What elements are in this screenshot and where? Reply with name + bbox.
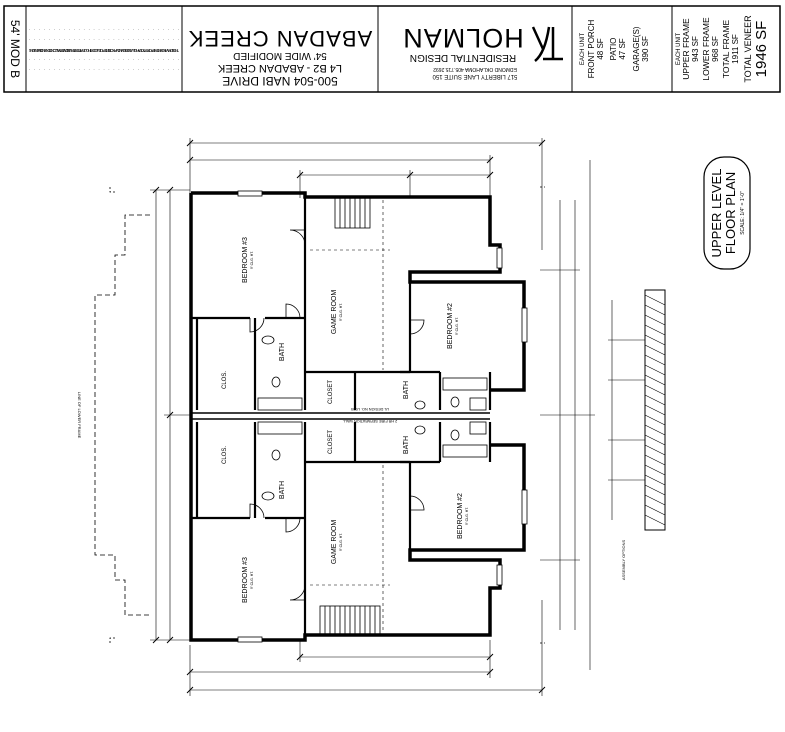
ceiling-lines bbox=[310, 200, 390, 630]
stairs-bottom bbox=[319, 605, 381, 635]
ceiling-note-2: 9' CLG. HT. bbox=[250, 571, 254, 589]
room-bath-bottom: BATH bbox=[279, 481, 286, 499]
firm-sub: RESIDENTIAL DESIGN bbox=[410, 52, 516, 63]
lower-frame-label: LINE OF LOWER FRAME bbox=[77, 392, 82, 439]
lower-frame-outline: LINE OF LOWER FRAME bbox=[77, 186, 545, 644]
lower-frame-label: LOWER FRAME bbox=[701, 17, 711, 81]
lower-frame-value: 968 SF bbox=[711, 36, 720, 62]
upper-frame-value: 943 SF bbox=[691, 36, 700, 62]
firm-address: 517 LIBERTY LANE SUITE 150 bbox=[432, 73, 517, 79]
party-wall-note: 2 HR FIRE SEPARATION WALL bbox=[343, 419, 398, 423]
unit-header-2: EACH UNIT bbox=[676, 33, 682, 66]
ceiling-note-4: 9' CLG. HT. bbox=[339, 533, 343, 551]
plan-label-scale: SCALE: 1/4" = 1'-0" bbox=[740, 191, 746, 235]
room-labels: BEDROOM #3 9' CLG. HT. BEDROOM #3 9' CLG… bbox=[222, 237, 469, 603]
total-frame-value: 1911 SF bbox=[731, 34, 740, 64]
garage-label: GARAGE(S) bbox=[632, 26, 641, 71]
room-bath2-top: BATH bbox=[403, 381, 410, 399]
project-lot: L4 B2 - ABADAN CREEK bbox=[217, 62, 342, 74]
firm-name: HOLMAN bbox=[402, 23, 524, 53]
room-clos-bottom: CLOS. bbox=[222, 446, 228, 464]
room-bedroom3-top: BEDROOM #3 bbox=[242, 237, 249, 283]
stairs-top bbox=[334, 197, 371, 229]
front-porch-label: FRONT PORCH bbox=[587, 20, 596, 79]
plan-label-line2: FLOOR PLAN bbox=[723, 172, 738, 254]
room-game-bottom: GAME ROOM bbox=[331, 520, 338, 565]
dimension-ticks bbox=[152, 139, 546, 694]
notes-line-decor-4: . . . . . . . . . . . . . . . . . . . . … bbox=[29, 68, 179, 73]
front-porch-value: 48 SF bbox=[596, 38, 605, 59]
dimension-lines bbox=[150, 138, 595, 696]
notes-line-decor-3: . . . . . . . . . . . . . . . . . . . . … bbox=[29, 28, 179, 33]
room-closet-top: CLOSET bbox=[328, 380, 334, 404]
bath-fixtures bbox=[257, 335, 488, 501]
project-name: ABADAN CREEK bbox=[188, 26, 372, 51]
wall-section-detail: ASSEMBLY OPTIONS bbox=[608, 289, 666, 581]
notes-text: THESE DRAWINGS ARE THE PROPERTY OF JAY H… bbox=[29, 48, 180, 53]
room-bedroom3-bottom: BEDROOM #3 bbox=[242, 557, 249, 603]
plan-label: UPPER LEVEL FLOOR PLAN SCALE: 1/4" = 1'-… bbox=[703, 156, 751, 270]
title-block: 54' MOD B THESE DRAWINGS ARE THE PROPERT… bbox=[3, 5, 781, 93]
interior-walls bbox=[191, 197, 492, 635]
room-bath-top: BATH bbox=[279, 343, 286, 361]
exterior-walls bbox=[189, 191, 526, 642]
total-veneer-label: TOTAL VENEER bbox=[743, 15, 753, 83]
room-clos-top: CLOS. bbox=[222, 371, 228, 389]
assembly-options-label: ASSEMBLY OPTIONS bbox=[621, 540, 626, 581]
garage-value: 390 SF bbox=[641, 36, 650, 62]
room-bedroom2-top: BEDROOM #2 bbox=[447, 303, 454, 349]
unit-header: EACH UNIT bbox=[580, 33, 586, 66]
ceiling-note-3: 9' CLG. HT. bbox=[339, 303, 343, 321]
patio-label: PATIO bbox=[609, 38, 618, 61]
room-game-top: GAME ROOM bbox=[331, 290, 338, 335]
plan-label-line1: UPPER LEVEL bbox=[709, 169, 724, 258]
firm-city: EDMOND OKLAHOMA 405.715.2692 bbox=[433, 66, 517, 72]
mod-label: 54' MOD B bbox=[8, 20, 22, 78]
notes-line-decor: . . . . . . . . . . . . . . . . . . . . … bbox=[29, 58, 179, 63]
ul-design-note: UL DESIGN NO. U305 bbox=[351, 407, 389, 411]
windows bbox=[237, 190, 528, 643]
total-frame-label: TOTAL FRAME bbox=[721, 19, 731, 78]
room-closet-bottom: CLOSET bbox=[328, 430, 334, 454]
doors bbox=[249, 229, 425, 601]
patio-value: 47 SF bbox=[618, 38, 627, 59]
room-bath2-bottom: BATH bbox=[403, 436, 410, 454]
room-bedroom2-bottom: BEDROOM #2 bbox=[457, 493, 464, 539]
project-address: 500-504 NABI DRIVE bbox=[222, 74, 337, 88]
project-subtitle: 54' WIDE MODIFIED bbox=[233, 50, 327, 61]
ceiling-note-6: 9' CLG. HT. bbox=[465, 507, 469, 525]
firm-logo-icon bbox=[531, 26, 563, 62]
ceiling-note-5: 9' CLG. HT. bbox=[455, 317, 459, 335]
upper-frame-label: UPPER FRAME bbox=[681, 18, 691, 80]
total-veneer-value: 1946 SF bbox=[753, 21, 770, 78]
notes-line-decor-2: . . . . . . . . . . . . . . . . . . . . … bbox=[29, 38, 179, 43]
ceiling-note-1: 9' CLG. HT. bbox=[250, 251, 254, 269]
